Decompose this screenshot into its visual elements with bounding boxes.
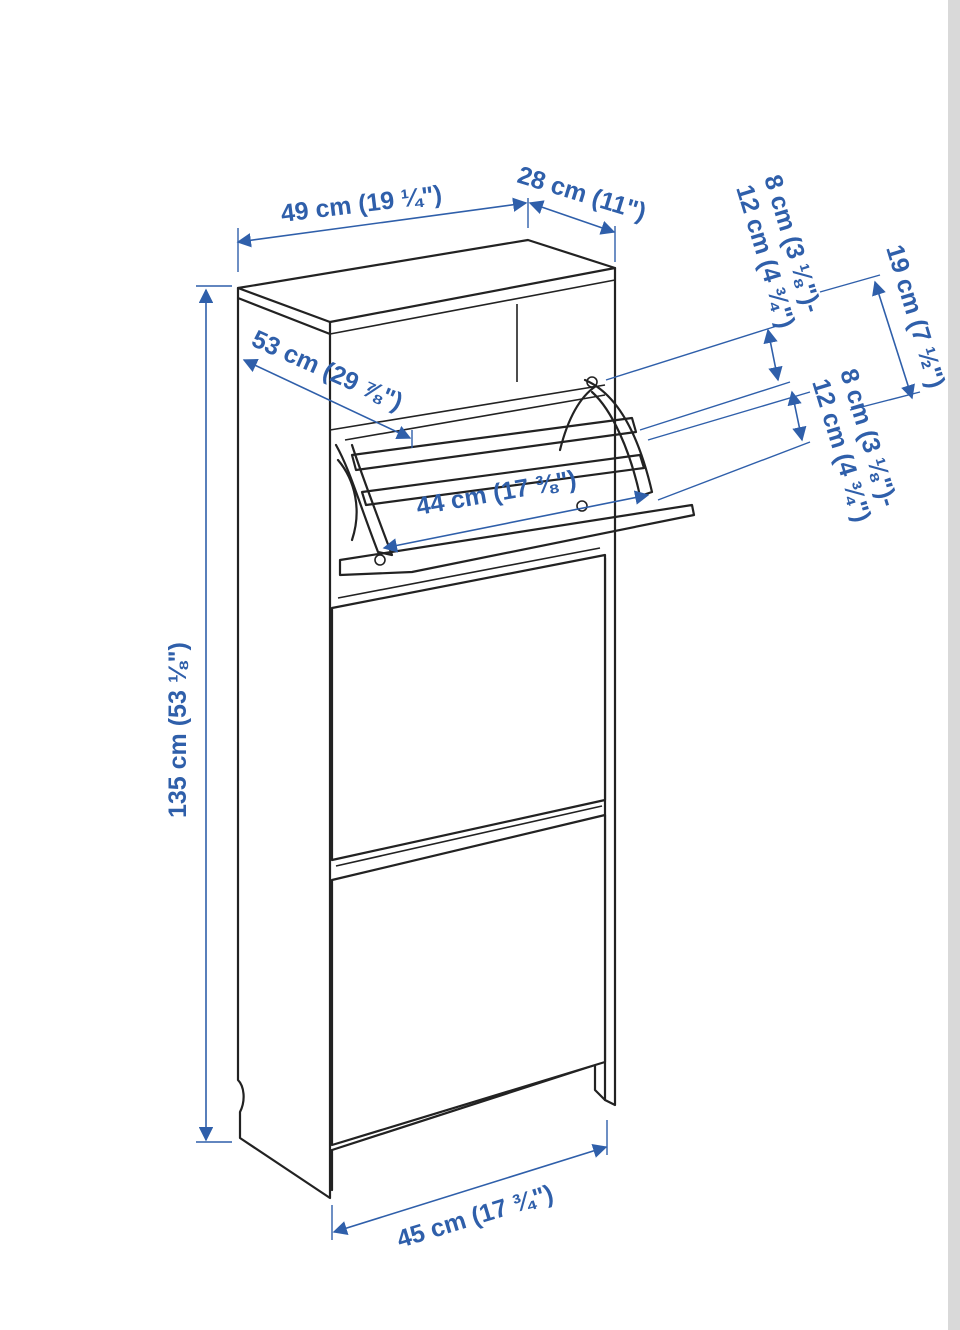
dim-height: 135 cm (53 ⅛") [164, 642, 192, 818]
page-edge [948, 0, 960, 1330]
dim-width-bottom: 45 cm (17 ¾") [394, 1180, 557, 1254]
dim-width-top: 49 cm (19 ¼") [279, 180, 443, 228]
cabinet-top-edge [236, 286, 332, 336]
dim-depth: 28 cm (11") [514, 161, 649, 227]
dimension-lines [196, 197, 921, 1240]
drawer-front-middle [330, 547, 607, 862]
plinth [330, 1063, 607, 1152]
dim-compartment-height: 19 cm (7 ½") [880, 242, 950, 392]
dim-drawer-depth: 53 cm (29 ⅞") [248, 325, 407, 416]
left-side-panel [236, 296, 332, 1200]
drawer-front-bottom [330, 805, 607, 1147]
cabinet-top [236, 238, 617, 324]
cabinet [236, 238, 696, 1200]
